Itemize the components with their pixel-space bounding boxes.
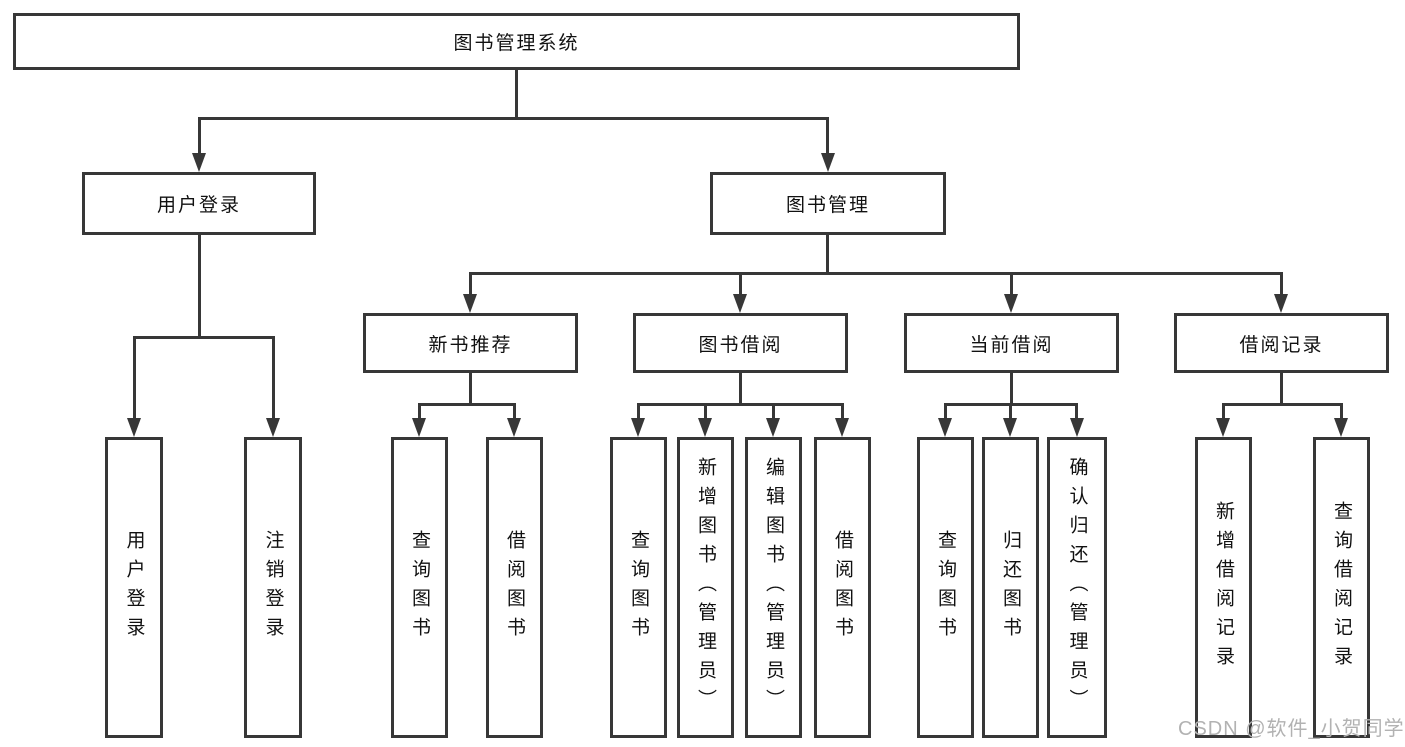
- edge-drop: [637, 403, 640, 419]
- edge-drop-user-login: [198, 117, 201, 155]
- leaf-user-login: 用户登录: [105, 437, 163, 738]
- node-label: 新书推荐: [428, 334, 513, 356]
- edge-root-rail: [198, 117, 829, 120]
- leaf-query-books-borrow: 查询图书: [610, 437, 667, 738]
- edge-drop: [841, 403, 844, 419]
- arrowhead-icon: [821, 153, 835, 172]
- leaf-add-borrow-record: 新增借阅记录: [1195, 437, 1252, 738]
- edge-drop-leaf-logout: [272, 336, 275, 420]
- edge-drop: [1075, 403, 1078, 419]
- node-current-borrowing: 当前借阅: [904, 313, 1119, 373]
- arrowhead-icon: [1334, 418, 1348, 437]
- leaf-borrow-books: 借阅图书: [814, 437, 871, 738]
- leaf-logout: 注销登录: [244, 437, 302, 738]
- edge-drop: [704, 403, 707, 419]
- leaf-label: 借阅图书: [832, 529, 853, 646]
- edge-new-book-rail: [418, 403, 516, 406]
- edge-new-book-stem: [469, 373, 472, 406]
- arrowhead-icon: [698, 418, 712, 437]
- arrowhead-icon: [192, 153, 206, 172]
- edge-book-borrow-stem: [739, 373, 742, 406]
- leaf-label: 新增图书（管理员）: [695, 457, 716, 718]
- leaf-label: 用户登录: [123, 529, 145, 646]
- leaf-edit-books-admin: 编辑图书（管理员）: [745, 437, 802, 738]
- node-label: 借阅记录: [1239, 334, 1324, 356]
- leaf-label: 查询图书: [935, 529, 956, 646]
- edge-drop: [1340, 403, 1343, 419]
- leaf-confirm-return-admin: 确认归还（管理员）: [1047, 437, 1107, 738]
- arrowhead-icon: [835, 418, 849, 437]
- edge-drop: [513, 403, 516, 419]
- edge-drop-new-book: [469, 272, 472, 295]
- arrowhead-icon: [938, 418, 952, 437]
- edge-drop-current-borrow: [1010, 272, 1013, 295]
- arrowhead-icon: [1003, 418, 1017, 437]
- arrowhead-icon: [127, 418, 141, 437]
- csdn-watermark: CSDN @软件_小贺同学: [1178, 718, 1405, 740]
- arrowhead-icon: [463, 294, 477, 313]
- node-book-borrowing: 图书借阅: [633, 313, 848, 373]
- edge-book-management-stem: [826, 235, 829, 275]
- leaf-return-books: 归还图书: [982, 437, 1039, 738]
- arrowhead-icon: [412, 418, 426, 437]
- edge-borrow-record-rail: [1222, 403, 1343, 406]
- edge-drop: [944, 403, 947, 419]
- node-label: 图书管理系统: [453, 33, 580, 54]
- node-label: 图书借阅: [698, 334, 783, 356]
- arrowhead-icon: [766, 418, 780, 437]
- node-user-login: 用户登录: [82, 172, 316, 235]
- arrowhead-icon: [507, 418, 521, 437]
- node-label: 用户登录: [156, 195, 241, 216]
- edge-drop-borrow-record: [1280, 272, 1283, 295]
- edge-current-borrow-stem: [1010, 373, 1013, 406]
- leaf-label: 确认归还（管理员）: [1066, 457, 1088, 718]
- edge-drop: [1222, 403, 1225, 419]
- leaf-query-borrow-record: 查询借阅记录: [1313, 437, 1370, 738]
- edge-drop: [418, 403, 421, 419]
- node-book-management: 图书管理: [710, 172, 946, 235]
- node-label: 图书管理: [785, 195, 870, 216]
- edge-user-login-stem: [198, 235, 201, 339]
- leaf-label: 查询借阅记录: [1331, 500, 1352, 675]
- leaf-label: 借阅图书: [504, 529, 525, 646]
- arrowhead-icon: [1004, 294, 1018, 313]
- edge-user-login-rail: [133, 336, 275, 339]
- arrowhead-icon: [733, 294, 747, 313]
- edge-drop: [772, 403, 775, 419]
- edge-book-management-rail: [469, 272, 1283, 275]
- leaf-label: 新增借阅记录: [1213, 500, 1234, 675]
- edge-drop-book-management: [826, 117, 829, 155]
- node-borrowing-records: 借阅记录: [1174, 313, 1389, 373]
- edge-drop-leaf-user-login: [133, 336, 136, 420]
- leaf-add-books-admin: 新增图书（管理员）: [677, 437, 734, 738]
- arrowhead-icon: [1070, 418, 1084, 437]
- node-label: 当前借阅: [969, 334, 1054, 356]
- leaf-label: 归还图书: [1000, 529, 1021, 646]
- edge-drop: [1009, 403, 1012, 419]
- edge-borrow-record-stem: [1280, 373, 1283, 406]
- leaf-label: 编辑图书（管理员）: [763, 457, 784, 718]
- edge-root-stem: [515, 69, 518, 120]
- arrowhead-icon: [631, 418, 645, 437]
- leaf-borrow-books-recommend: 借阅图书: [486, 437, 543, 738]
- node-library-management-system: 图书管理系统: [13, 13, 1020, 70]
- arrowhead-icon: [266, 418, 280, 437]
- arrowhead-icon: [1274, 294, 1288, 313]
- arrowhead-icon: [1216, 418, 1230, 437]
- edge-drop-book-borrow: [739, 272, 742, 295]
- leaf-label: 注销登录: [262, 529, 284, 646]
- leaf-label: 查询图书: [628, 529, 649, 646]
- leaf-label: 查询图书: [409, 529, 430, 646]
- edge-book-borrow-rail: [637, 403, 844, 406]
- leaf-query-books-recommend: 查询图书: [391, 437, 448, 738]
- leaf-query-books-current: 查询图书: [917, 437, 974, 738]
- node-new-book-recommend: 新书推荐: [363, 313, 578, 373]
